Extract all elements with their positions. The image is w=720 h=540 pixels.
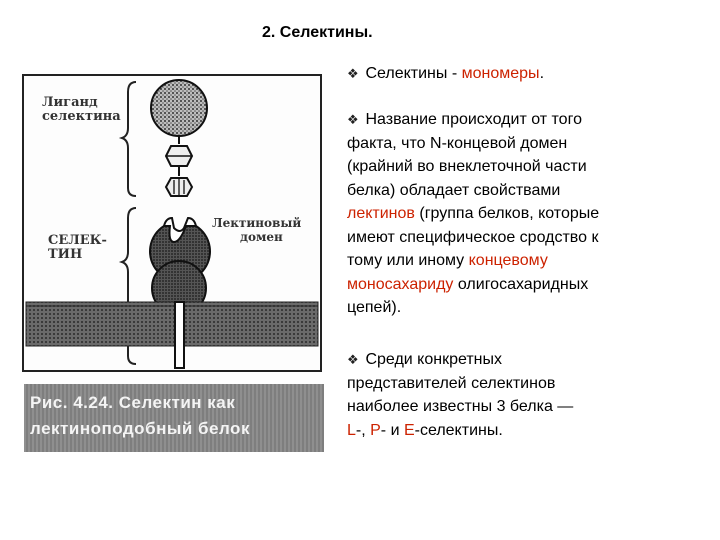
selectin-brace bbox=[118, 207, 137, 365]
ligand-sphere bbox=[150, 79, 208, 137]
highlighted-term: лектинов bbox=[347, 205, 415, 222]
bullet-line: имеют специфическое сродство к bbox=[347, 226, 599, 250]
text-run: тому или иному bbox=[347, 252, 469, 269]
highlighted-term: L bbox=[347, 421, 356, 439]
highlighted-term: мономеры bbox=[461, 65, 540, 82]
selectin-label-line2: ТИН bbox=[48, 247, 83, 262]
bullet-monomers: ❖ Селектины - мономеры. bbox=[347, 62, 544, 86]
ligand-label: Лиганд селектина bbox=[42, 96, 121, 124]
ligand-brace bbox=[118, 81, 137, 197]
lectin-label-line1: Лектиновый bbox=[212, 216, 302, 230]
text-run: Среди конкретных bbox=[365, 351, 503, 368]
ligand-label-line1: Лиганд bbox=[42, 95, 98, 110]
bullet-name-origin: ❖ Название происходит от того факта, что … bbox=[347, 108, 599, 320]
ligand-label-line2: селектина bbox=[42, 109, 121, 124]
text-run: наиболее известны 3 белка — bbox=[347, 398, 574, 415]
diamond-bullet-icon: ❖ bbox=[347, 352, 359, 367]
bullet-line: представителей селектинов bbox=[347, 372, 573, 396]
lectin-label-line2: домен bbox=[240, 230, 283, 244]
text-run: (крайний во внеклеточной части bbox=[347, 158, 587, 175]
transmembrane-segment bbox=[174, 301, 185, 369]
text-run: представителей селектинов bbox=[347, 374, 556, 392]
selectin-label-line1: СЕЛЕК- bbox=[48, 233, 107, 248]
bullet-line: L-, P- и E-селектины. bbox=[347, 419, 573, 443]
figure-frame: Лиганд селектина СЕЛЕК- ТИН Лектиновый д… bbox=[22, 74, 322, 372]
text-run: - и bbox=[380, 421, 404, 439]
slide-title: 2. Селектины. bbox=[262, 24, 373, 41]
highlighted-term: E bbox=[403, 421, 415, 439]
bullet-line: лектинов (группа белков, которые bbox=[347, 202, 599, 226]
text-run: - bbox=[451, 65, 462, 82]
text-run: белка) обладает свойствами bbox=[347, 181, 561, 199]
diamond-bullet-icon: ❖ bbox=[347, 66, 359, 81]
highlighted-term: моносахариду bbox=[347, 275, 454, 293]
text-run: имеют специфическое сродство к bbox=[347, 228, 599, 246]
bullet-line: ❖ Селектины - мономеры. bbox=[347, 62, 544, 86]
bullet-line: белка) обладает свойствами bbox=[347, 179, 599, 203]
bullet-line: наиболее известны 3 белка — bbox=[347, 395, 573, 419]
bullet-line: ❖ Название происходит от того bbox=[347, 108, 599, 132]
text-run: (группа белков, которые bbox=[414, 205, 600, 222]
caption-line2: лектиноподобный белок bbox=[30, 419, 250, 438]
cell-membrane bbox=[25, 301, 319, 347]
figure-caption: Рис. 4.24. Селектин как лектиноподобный … bbox=[24, 384, 324, 452]
bullet-line: факта, что N-концевой домен bbox=[347, 132, 599, 156]
caption-line1: Рис. 4.24. Селектин как bbox=[30, 393, 236, 412]
text-run: . bbox=[539, 65, 545, 82]
bullet-line: ❖ Среди конкретных bbox=[347, 348, 573, 372]
selectin-label: СЕЛЕК- ТИН bbox=[48, 234, 107, 262]
selectin-diagram bbox=[25, 79, 319, 369]
lectin-domain-label: Лектиновый домен bbox=[212, 216, 301, 244]
text-run: Название происходит от того bbox=[365, 111, 582, 128]
text-run: -селектины. bbox=[414, 421, 503, 439]
selectin-figure: Лиганд селектина СЕЛЕК- ТИН Лектиновый д… bbox=[22, 74, 324, 454]
diamond-bullet-icon: ❖ bbox=[347, 112, 359, 127]
bullet-line: моносахариду олигосахаридных bbox=[347, 273, 599, 297]
bullet-line: тому или иному концевому bbox=[347, 249, 599, 273]
highlighted-term: P bbox=[370, 421, 381, 439]
text-run: факта, что N-концевой домен bbox=[347, 134, 568, 152]
bullet-line: (крайний во внеклеточной части bbox=[347, 155, 599, 179]
text-run: -, bbox=[355, 421, 371, 439]
text-run: олигосахаридных bbox=[453, 275, 589, 293]
text-run: цепей). bbox=[347, 299, 402, 316]
bullet-line: цепей). bbox=[347, 296, 599, 320]
highlighted-term: концевому bbox=[468, 252, 548, 269]
text-run: Селектины bbox=[365, 65, 452, 82]
bullet-representatives: ❖ Среди конкретных представителей селекти… bbox=[347, 348, 573, 442]
